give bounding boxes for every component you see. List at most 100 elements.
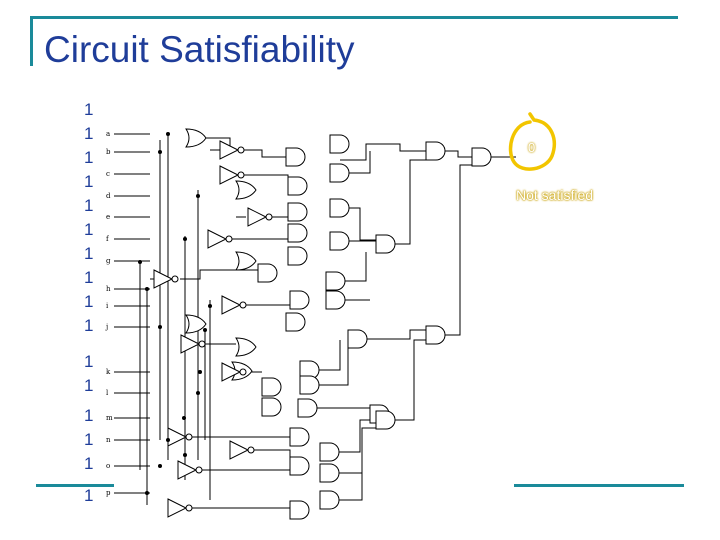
wire-label: n — [106, 436, 111, 444]
and-gate — [425, 141, 446, 161]
wire-label: j — [105, 323, 108, 331]
wire — [254, 449, 291, 462]
wire — [180, 269, 258, 280]
input-value: 1 — [84, 430, 94, 449]
not-gate — [153, 269, 174, 289]
not-gate — [221, 362, 242, 382]
and-gate — [325, 271, 346, 291]
wire-label: o — [106, 462, 110, 470]
and-gate — [471, 147, 492, 167]
not-bubble — [239, 368, 247, 376]
not-bubble — [198, 340, 206, 348]
wire — [340, 143, 426, 161]
junction-dot — [182, 416, 186, 420]
and-gate — [319, 463, 340, 483]
junction-dot — [158, 325, 162, 329]
junction-dot — [183, 237, 187, 241]
not-bubble — [237, 146, 245, 154]
and-gate — [325, 290, 346, 310]
junction-dot — [138, 260, 142, 264]
wire-label: i — [106, 302, 109, 310]
wire-label: f — [106, 235, 110, 243]
and-gate — [329, 134, 350, 154]
junction-dot — [145, 287, 149, 291]
input-value: 1 — [84, 486, 94, 505]
slide-title: Circuit Satisfiability — [44, 29, 355, 70]
and-gate — [425, 325, 446, 345]
junction-dot — [166, 132, 170, 136]
wire — [334, 427, 376, 501]
not-gate — [167, 498, 188, 518]
not-bubble — [247, 446, 255, 454]
junction-dots — [138, 132, 212, 495]
not-bubble — [239, 301, 247, 309]
junction-dot — [208, 304, 212, 308]
junction-dot — [203, 328, 207, 332]
and-gate — [319, 490, 340, 510]
wire — [314, 345, 349, 386]
wire-label: g — [106, 257, 111, 265]
input-values-column: 1 1 1 1 1 1 1 1 1 1 1 1 1 1 1 1 — [84, 0, 102, 540]
input-value: 1 — [84, 292, 94, 311]
and-gate — [285, 312, 306, 332]
output-highlight-circle — [508, 112, 556, 171]
wire-label: c — [106, 170, 110, 178]
wire — [362, 329, 426, 340]
not-bubble — [185, 433, 193, 441]
circuit-wires — [114, 133, 516, 509]
not-bubble — [171, 275, 179, 283]
or-gate — [235, 251, 257, 271]
wire — [444, 150, 472, 158]
input-value: 1 — [84, 454, 94, 473]
satisfiability-status: Not satisfied — [516, 187, 594, 203]
not-gate — [207, 229, 228, 249]
wire — [334, 419, 376, 453]
wire-label: m — [106, 414, 113, 422]
not-gate — [167, 427, 188, 447]
not-gate — [221, 295, 242, 315]
wire-label: p — [106, 489, 111, 497]
not-gate — [219, 140, 240, 160]
input-value: 1 — [84, 244, 94, 263]
and-gate — [287, 246, 308, 266]
wire — [394, 339, 426, 421]
junction-dot — [183, 453, 187, 457]
and-gate — [287, 176, 308, 196]
junction-dot — [158, 464, 162, 468]
input-value: 1 — [84, 220, 94, 239]
and-gate — [289, 456, 310, 476]
circuit-gates — [153, 128, 492, 520]
not-gate — [219, 165, 240, 185]
and-gate — [289, 500, 310, 520]
and-gate — [375, 234, 396, 254]
wire-label: d — [106, 192, 111, 200]
input-value: 1 — [84, 148, 94, 167]
bottom-right-line — [514, 484, 684, 487]
and-gate — [287, 202, 308, 222]
input-value: 1 — [84, 316, 94, 335]
and-gate — [261, 377, 282, 397]
or-gate — [185, 314, 207, 334]
not-gate — [177, 460, 198, 480]
wire — [314, 340, 341, 371]
wire-label: l — [106, 389, 109, 397]
not-bubble — [195, 466, 203, 474]
and-gate — [285, 147, 306, 167]
junction-dot — [198, 370, 202, 374]
and-gate — [257, 263, 278, 283]
and-gate — [375, 410, 396, 430]
wire — [340, 252, 367, 282]
wire — [244, 149, 286, 158]
and-gate — [319, 442, 340, 462]
wire — [444, 164, 472, 336]
wire-label: k — [106, 368, 111, 376]
not-bubble — [237, 171, 245, 179]
junction-dot — [145, 491, 149, 495]
and-gate — [297, 398, 318, 418]
wire — [344, 151, 371, 174]
not-gate — [229, 440, 250, 460]
junction-dot — [166, 438, 170, 442]
and-gate — [287, 223, 308, 243]
not-bubble — [225, 235, 233, 243]
